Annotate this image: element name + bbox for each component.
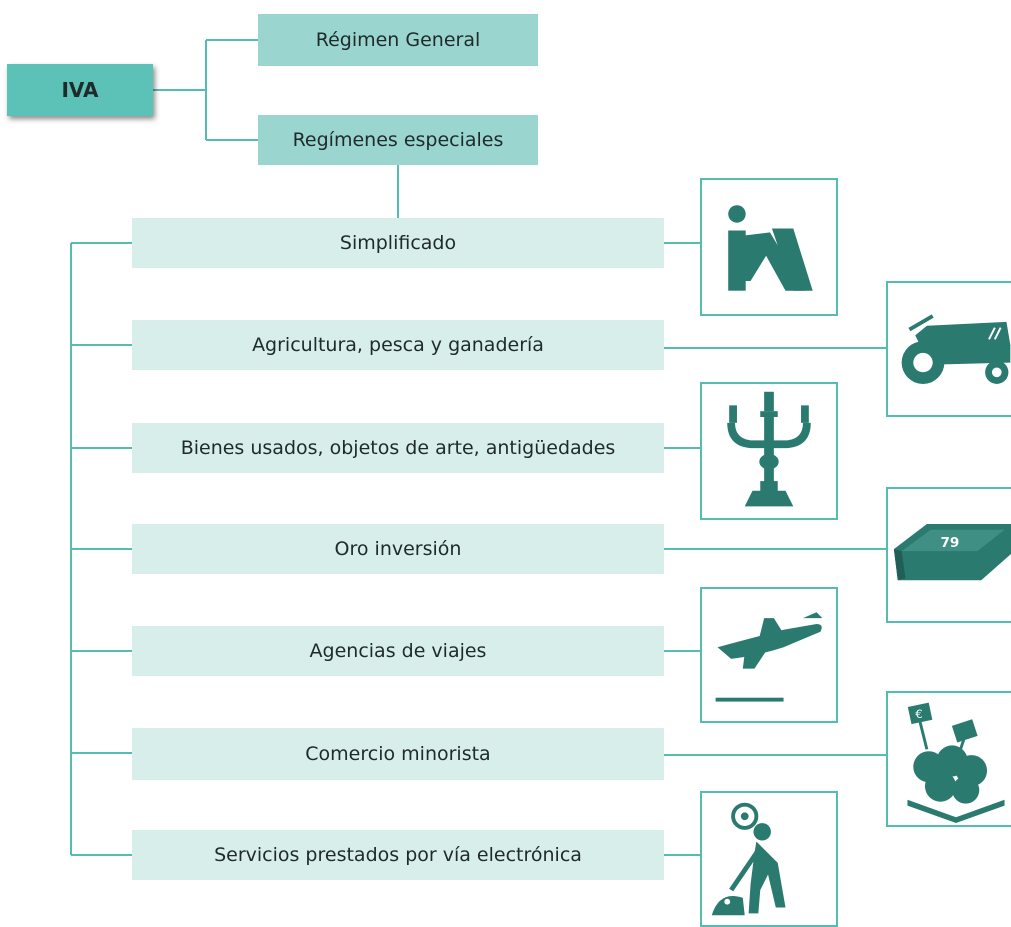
node-label: Agencias de viajes — [309, 640, 487, 662]
node-regimen-general: Régimen General — [258, 14, 538, 66]
node-label: Regímenes especiales — [292, 129, 504, 151]
root-node-iva: IVA — [7, 64, 153, 116]
iva-logo-icon — [700, 178, 838, 316]
node-bienes-usados: Bienes usados, objetos de arte, antigüed… — [132, 423, 664, 473]
node-regimenes-especiales: Regímenes especiales — [258, 115, 538, 165]
tractor-icon — [886, 281, 1011, 417]
root-node-label: IVA — [61, 78, 99, 102]
node-simplificado: Simplificado — [132, 218, 664, 268]
gold-bar-label: 79 — [940, 535, 959, 551]
node-label: Régimen General — [315, 29, 481, 51]
euro-sign: € — [915, 707, 922, 721]
node-agencias-viajes: Agencias de viajes — [132, 626, 664, 676]
gold-bar-icon: 79 — [886, 487, 1011, 623]
node-label: Oro inversión — [334, 538, 462, 560]
node-label: Comercio minorista — [305, 743, 491, 765]
node-label: Bienes usados, objetos de arte, antigüed… — [180, 437, 616, 459]
worker-digging-icon — [700, 791, 838, 927]
shopping-euro-icon: € — [886, 691, 1011, 827]
node-label: Agricultura, pesca y ganadería — [252, 334, 544, 356]
node-comercio-minorista: Comercio minorista — [132, 728, 664, 780]
node-oro-inversion: Oro inversión — [132, 524, 664, 574]
node-label: Simplificado — [339, 232, 457, 254]
node-label: Servicios prestados por vía electrónica — [214, 844, 582, 866]
airplane-icon — [700, 587, 838, 723]
node-servicios-electronicos: Servicios prestados por vía electrónica — [132, 830, 664, 880]
candelabra-icon — [700, 382, 838, 520]
node-agricultura: Agricultura, pesca y ganadería — [132, 320, 664, 370]
